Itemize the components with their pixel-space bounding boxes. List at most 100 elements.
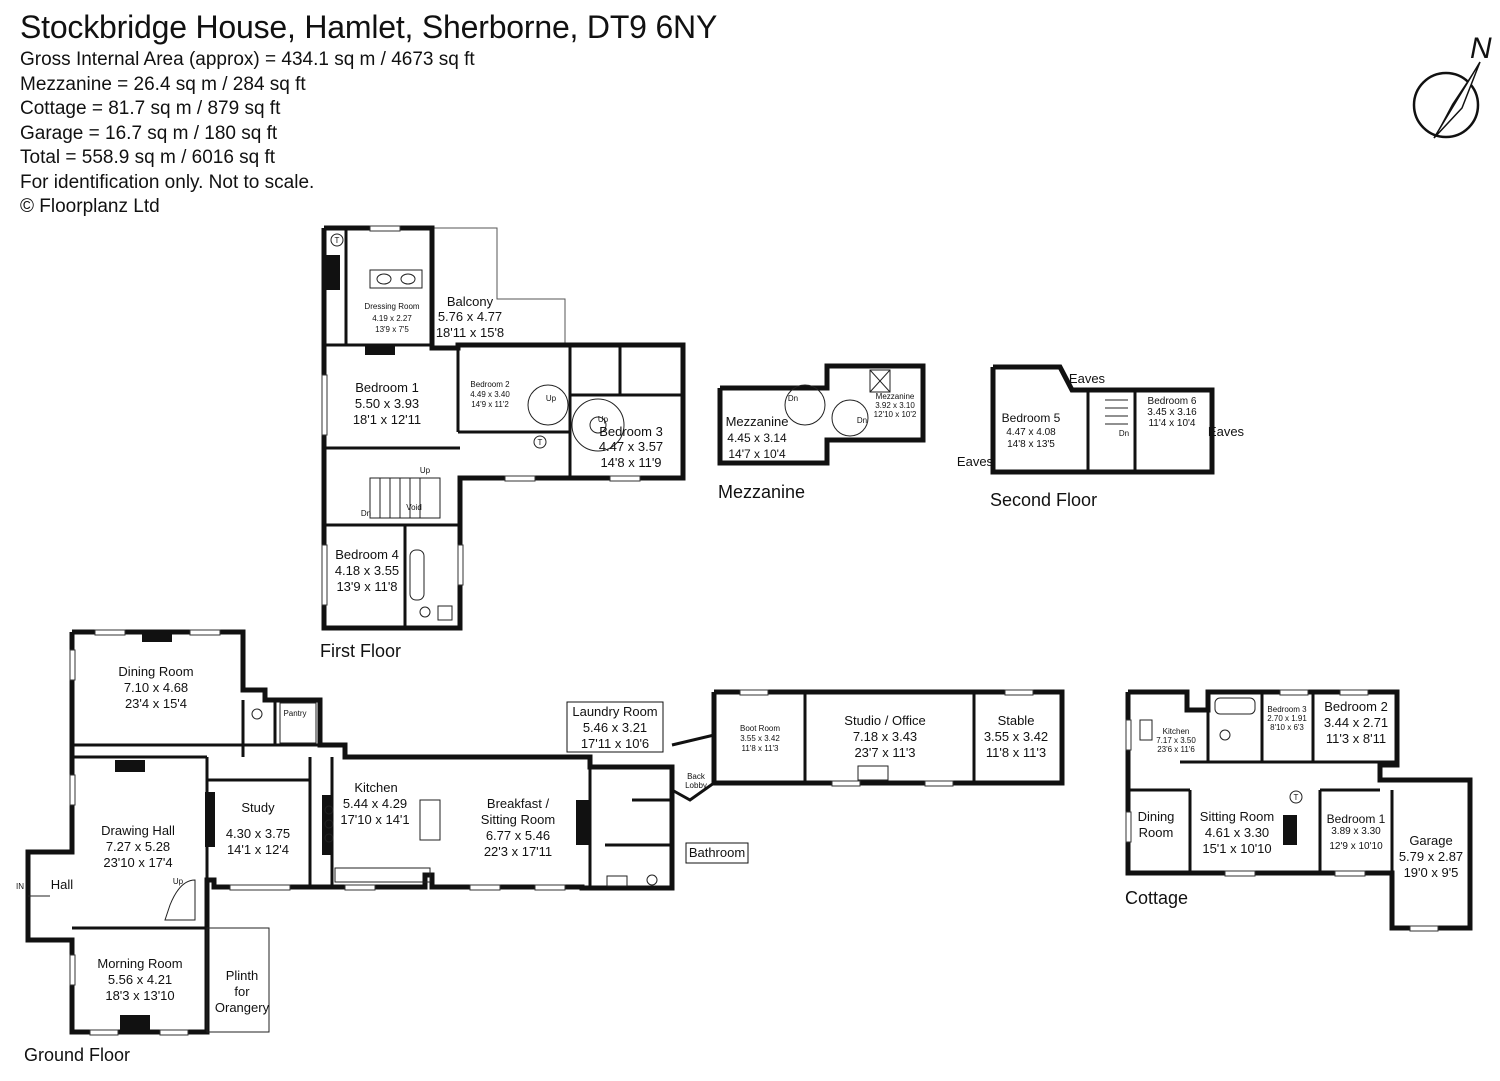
stable-imperial: 11'8 x 11'3 [986,745,1046,760]
boot-room-name: Boot Room [740,724,780,733]
study-name: Study [241,800,275,815]
kitchen-metric: 5.44 x 4.29 [343,796,407,811]
bathroom-label-box [685,842,749,864]
area-line-cottage: Cottage = 81.7 sq m / 879 sq ft [20,98,281,119]
boot-room-metric: 3.55 x 3.42 [740,734,780,743]
plinth-label-3: Orangery [215,1000,270,1015]
disclaimer-text: For identification only. Not to scale. [20,171,315,193]
plan-header: Stockbridge House, Hamlet, Sherborne, DT… [20,8,840,220]
entrance-in-label: IN [16,882,24,891]
bedroom-3-metric: 4.47 x 3.57 [599,439,663,454]
dining-room-metric: 7.10 x 4.68 [124,680,188,695]
bedroom-6-imperial: 11'4 x 10'4 [1148,418,1195,429]
bedroom-4-imperial: 13'9 x 11'8 [336,579,397,594]
cottage-bedroom-3-imperial: 8'10 x 6'3 [1270,723,1304,732]
north-compass-icon: N [1412,32,1492,139]
cottage-sitting-room-name: Sitting Room [1200,809,1274,824]
studio-office-imperial: 23'7 x 11'3 [854,745,915,760]
study-metric: 4.30 x 3.75 [226,826,290,841]
bedroom-2-metric: 4.49 x 3.40 [470,390,510,399]
first-floor-label: First Floor [320,641,401,661]
eaves-label-right: Eaves [1208,424,1245,439]
eaves-label-top: Eaves [1069,371,1106,386]
property-title: Stockbridge House, Hamlet, Sherborne, DT… [20,9,718,45]
dressing-room-name: Dressing Room [364,302,419,311]
stair-up-label: Up [546,394,557,403]
laundry-room-name: Laundry Room [572,704,657,719]
boot-room-imperial: 11'8 x 11'3 [741,744,779,753]
drawing-hall-metric: 7.27 x 5.28 [106,839,170,854]
hall-label: Hall [51,877,74,892]
back-lobby-label-2: Lobby [685,781,707,790]
breakfast-room-imperial: 22'3 x 17'11 [484,844,552,859]
drawing-hall-imperial: 23'10 x 17'4 [103,855,172,870]
mezzanine-1-imperial: 14'7 x 10'4 [728,447,786,461]
bedroom-2-name: Bedroom 2 [470,380,510,389]
dining-room-name: Dining Room [118,664,193,679]
bedroom-1-name: Bedroom 1 [355,380,419,395]
copyright-text: © Floorplanz Ltd [20,196,160,217]
bedroom-4-metric: 4.18 x 3.55 [335,563,399,578]
area-line-gross: Gross Internal Area (approx) = 434.1 sq … [20,49,475,70]
studio-office-metric: 7.18 x 3.43 [853,729,917,744]
landing-up-label: Up [420,466,431,475]
bathroom-label: Bathroom [689,845,745,860]
bedroom-3-imperial: 14'8 x 11'9 [600,455,661,470]
cottage-kitchen-name: Kitchen [1163,727,1190,736]
second-floor-label: Second Floor [990,490,1097,510]
mezzanine-2-imperial: 12'10 x 10'2 [874,410,917,419]
plinth-label-2: for [234,984,250,999]
kitchen-name: Kitchen [354,780,397,795]
stable-metric: 3.55 x 3.42 [984,729,1048,744]
plinth-label-1: Plinth [226,968,259,983]
compass-north-label: N [1470,32,1492,65]
area-line-total: Total = 558.9 sq m / 6016 sq ft [20,147,276,168]
dining-room-imperial: 23'4 x 15'4 [125,696,187,711]
cottage-bedroom-2-name: Bedroom 2 [1324,699,1388,714]
cottage-kitchen-metric: 7.17 x 3.50 [1156,736,1196,745]
cottage-bedroom-2-imperial: 11'3 x 8'11 [1326,731,1386,746]
ground-floor-label: Ground Floor [24,1045,130,1065]
bedroom-1-metric: 5.50 x 3.93 [355,396,419,411]
cottage-sitting-room-metric: 4.61 x 3.30 [1205,825,1269,840]
morning-room-metric: 5.56 x 4.21 [108,972,172,987]
cottage-dining-label-1: Dining [1138,809,1175,824]
cottage-bedroom-1-metric: 3.89 x 3.30 [1331,826,1381,837]
breakfast-room-metric: 6.77 x 5.46 [486,828,550,843]
mezzanine-floor-label: Mezzanine [718,482,805,502]
cottage-sitting-room-imperial: 15'1 x 10'10 [1202,841,1271,856]
bedroom-5-imperial: 14'8 x 13'5 [1007,439,1055,450]
garage-imperial: 19'0 x 9'5 [1404,865,1459,880]
first-floor-walls [321,225,686,631]
study-imperial: 14'1 x 12'4 [227,842,289,857]
cottage-bedroom-3-metric: 2.70 x 1.91 [1267,714,1307,723]
back-lobby-label-1: Back [687,772,706,781]
ground-floor-plan [25,629,675,1036]
eaves-label-left: Eaves [957,454,994,469]
cottage-bedroom-1-name: Bedroom 1 [1327,812,1386,826]
bedroom-5-metric: 4.47 x 4.08 [1006,427,1056,438]
bedroom-6-name: Bedroom 6 [1148,396,1197,407]
bedroom-6-metric: 3.45 x 3.16 [1147,407,1197,418]
outbuildings-plan [671,689,1065,802]
pantry-label: Pantry [283,709,306,718]
mezzanine-2-metric: 3.92 x 3.10 [875,401,915,410]
cottage-dining-label-2: Room [1139,825,1174,840]
breakfast-room-name-2: Sitting Room [481,812,555,827]
garage-name: Garage [1409,833,1452,848]
svg-text:T: T [335,236,340,245]
cottage-kitchen-imperial: 23'6 x 11'6 [1157,745,1195,754]
balcony-metric: 5.76 x 4.77 [438,309,502,324]
bedroom-1-imperial: 18'1 x 12'11 [353,412,421,427]
stable-name: Stable [998,713,1035,728]
stair-up-label-2: Up [598,415,609,424]
area-line-garage: Garage = 16.7 sq m / 180 sq ft [20,122,278,144]
first-floor-plan: T [321,225,686,631]
laundry-label-box [566,701,664,753]
breakfast-room-name-1: Breakfast / [487,796,550,811]
second-dn-label: Dn [1119,429,1129,438]
mezzanine-plan [717,363,926,466]
dressing-room-imperial: 13'9 x 7'5 [375,325,409,334]
morning-room-name: Morning Room [97,956,182,971]
bedroom-5-name: Bedroom 5 [1002,411,1061,425]
